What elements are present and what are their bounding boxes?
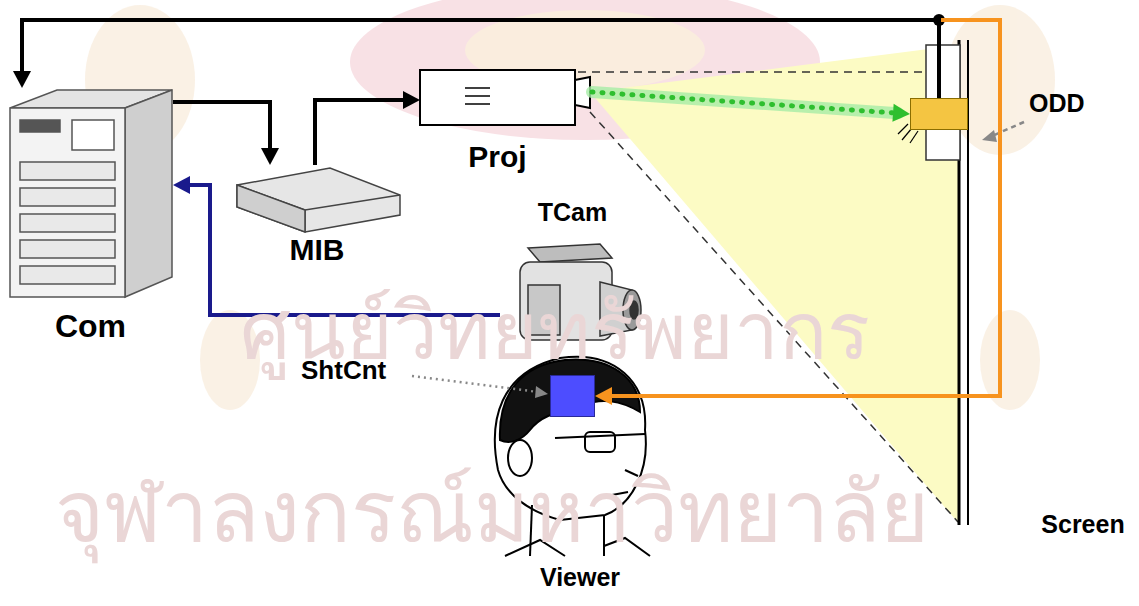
node-label: MIB — [232, 233, 402, 268]
node-label: Screen — [1034, 510, 1132, 539]
connector — [592, 92, 910, 122]
odd-sensor: ODD — [910, 98, 968, 130]
connector — [13, 20, 939, 98]
shutter-controller: ShtCnt — [550, 375, 595, 417]
node-label: Com — [8, 308, 173, 345]
viewer: Viewer — [525, 563, 635, 599]
watermark-text: จุฬาลงกรณ์มหาวิทยาลัย — [55, 470, 929, 554]
projector-box: Proj — [420, 68, 592, 188]
computer: Com — [8, 88, 173, 353]
node-label: Viewer — [525, 563, 635, 592]
mib-device — [237, 168, 400, 232]
computer-tower — [10, 90, 172, 297]
node-label: ShtCnt — [301, 356, 386, 386]
mib-box: MIB — [232, 165, 402, 277]
connector — [173, 102, 279, 165]
connector — [315, 91, 420, 165]
leader-line — [982, 122, 1024, 142]
node-label: TCam — [500, 198, 645, 227]
leader-line — [412, 376, 548, 398]
beam-edge — [578, 71, 928, 73]
node-label: Proj — [420, 140, 575, 175]
projector — [420, 70, 590, 125]
tracking-camera: TCam — [500, 198, 645, 348]
node-label: ODD — [1029, 89, 1085, 118]
screen: Screen — [1034, 510, 1132, 546]
